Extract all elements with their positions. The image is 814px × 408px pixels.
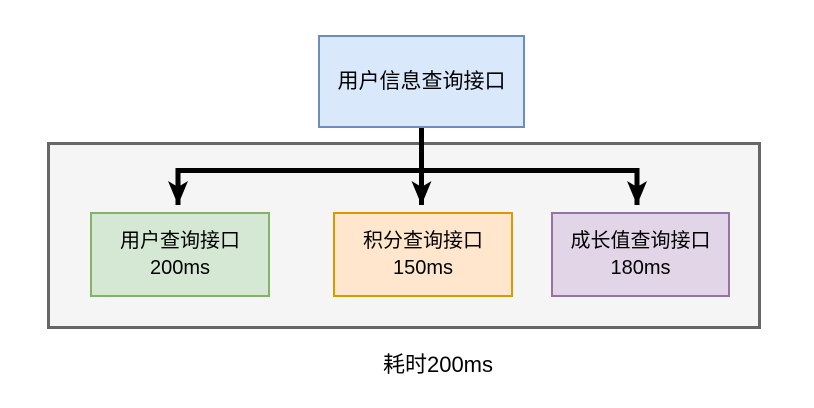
node-label: 积分查询接口 [363, 229, 483, 252]
node-latency: 180ms [610, 256, 671, 279]
node-root-label: 用户信息查询接口 [337, 69, 506, 93]
node-label: 用户查询接口 [120, 229, 240, 252]
node-points-query-api: 积分查询接口 150ms [333, 212, 513, 297]
node-growth-value-query-api: 成长值查询接口 180ms [551, 212, 730, 297]
total-time-caption: 耗时200ms [382, 352, 494, 377]
node-latency: 150ms [392, 256, 454, 279]
node-root-api: 用户信息查询接口 [318, 35, 525, 128]
node-user-query-api: 用户查询接口 200ms [90, 212, 270, 297]
node-label: 成长值查询接口 [570, 229, 711, 252]
node-latency: 200ms [149, 256, 211, 279]
